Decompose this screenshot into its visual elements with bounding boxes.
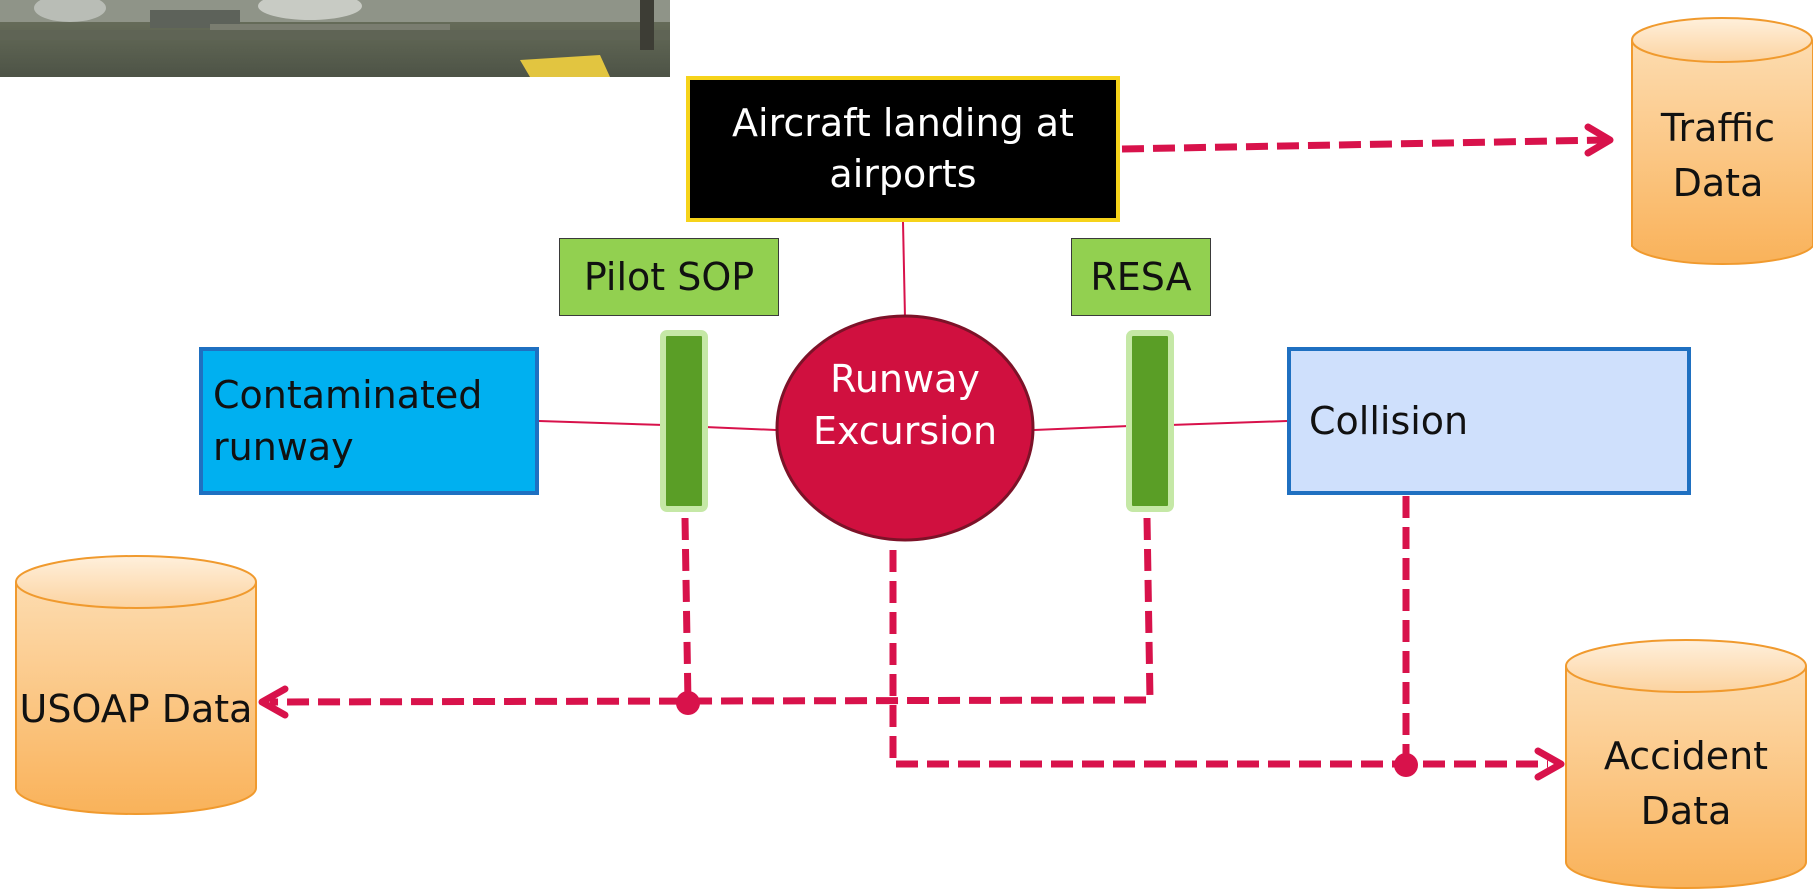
top-event-label: Aircraft landing at airports xyxy=(732,101,1074,196)
threat-box: Contaminated runway xyxy=(199,347,539,495)
resa-barrier-label-box: RESA xyxy=(1071,238,1211,316)
event-to-hazard-line xyxy=(902,221,906,319)
threat-to-barrier-line xyxy=(538,420,665,426)
data-flow-lines xyxy=(269,136,1606,768)
barrier-to-hazard-line xyxy=(704,426,777,431)
pilot-sop-to-usoap-dashed-line xyxy=(681,517,692,704)
traffic-data-label-wrap: Traffic Data xyxy=(1628,96,1808,216)
event-to-traffic-dashed-line xyxy=(1121,136,1606,153)
accident-data-label-wrap: Accident Data xyxy=(1566,724,1806,844)
top-event-box: Aircraft landing at airports xyxy=(686,76,1120,222)
resa-barrier-bar xyxy=(1126,330,1174,512)
accident-arrowhead xyxy=(1534,747,1565,781)
hazard-label-wrap: Runway Excursion xyxy=(770,330,1040,480)
usoap-data-label: USOAP Data xyxy=(19,687,253,732)
hazard-ellipse xyxy=(775,314,1035,542)
consequence-label: Collision xyxy=(1309,399,1469,443)
usoap-junction-dot xyxy=(676,691,700,715)
arrowheads xyxy=(258,123,1614,781)
hazard-to-accident-dashed-line xyxy=(889,550,1548,768)
accident-data-label: Accident Data xyxy=(1603,733,1769,833)
resa-barrier-label: RESA xyxy=(1090,255,1192,299)
usoap-data-cylinder xyxy=(15,555,257,815)
accident-data-cylinder xyxy=(1565,639,1807,889)
accident-junction-dot xyxy=(1394,753,1418,777)
threat-label: Contaminated runway xyxy=(213,372,483,469)
barrier-to-consequence-line xyxy=(1169,420,1288,426)
traffic-data-cylinder xyxy=(1631,17,1813,266)
hazard-label: Runway Excursion xyxy=(812,356,998,453)
traffic-data-label: Traffic Data xyxy=(1660,105,1776,205)
usoap-arrowhead xyxy=(258,685,289,719)
consequence-box: Collision xyxy=(1287,347,1691,495)
resa-to-usoap-dashed-line xyxy=(269,517,1154,706)
pilot-sop-barrier-bar xyxy=(660,330,708,512)
pilot-sop-barrier-label-box: Pilot SOP xyxy=(559,238,779,316)
pilot-sop-barrier-label: Pilot SOP xyxy=(583,255,755,299)
aircraft-photo xyxy=(0,0,670,77)
usoap-data-label-wrap: USOAP Data xyxy=(16,650,256,770)
traffic-arrowhead xyxy=(1584,123,1614,157)
hazard-to-barrier-line xyxy=(1033,425,1130,431)
